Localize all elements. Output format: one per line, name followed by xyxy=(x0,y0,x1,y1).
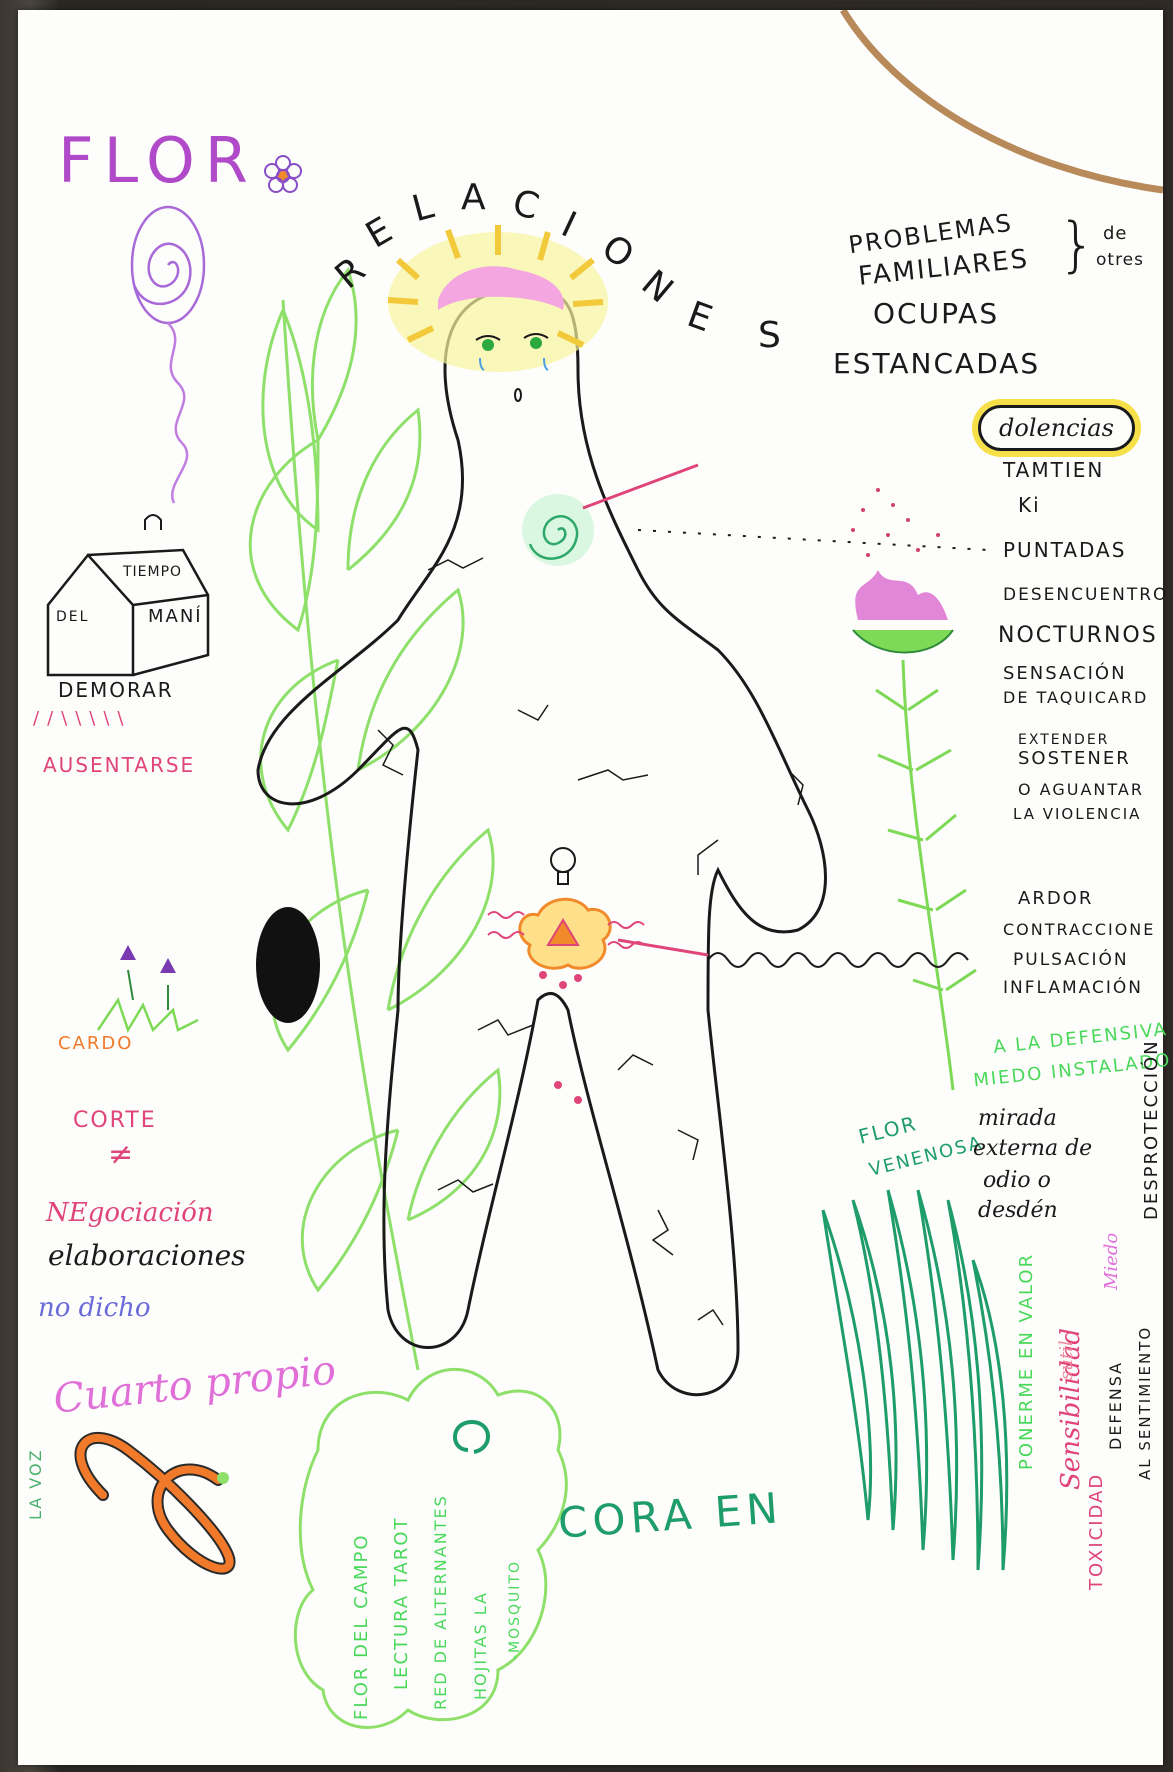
cloud-text: -MOSQUITO xyxy=(508,1560,522,1660)
cardo-label: CARDO xyxy=(58,1035,133,1053)
violencia-label: LA VIOLENCIA xyxy=(1013,807,1141,822)
purple-spiral-icon xyxy=(132,207,204,503)
sutil-label: sutil xyxy=(1058,1340,1076,1380)
inflamacion-label: INFLAMACIÓN xyxy=(1003,980,1143,997)
sostener-label: SOSTENER xyxy=(1018,750,1131,768)
extender-label: EXTENDER xyxy=(1018,733,1109,747)
mirada-line: odio o xyxy=(983,1170,1051,1192)
dolencias-badge: dolencias xyxy=(978,405,1135,451)
flower-icon xyxy=(265,156,301,192)
mani-label: MANÍ xyxy=(148,608,203,626)
cardo-plant xyxy=(98,945,198,1030)
tall-leaf-plant xyxy=(250,270,500,1370)
ausentarse-label: AUSENTARSE xyxy=(43,755,195,775)
pink-thistle-flower xyxy=(851,488,953,653)
orange-worm-icon xyxy=(81,1438,230,1569)
relaciones-letter: A xyxy=(461,180,488,216)
elaboraciones-label: elaboraciones xyxy=(48,1242,246,1270)
sentimiento-label: AL SENTIMIENTO xyxy=(1138,1326,1153,1480)
ponerme-label: PONERME EN VALOR xyxy=(1018,1253,1036,1470)
aguantar-label: O AGUANTAR xyxy=(1018,782,1144,798)
not-equal-symbol: ≠ xyxy=(108,1140,133,1170)
pulsacion-label: PULSACIÓN xyxy=(1013,952,1129,969)
corte-label: CORTE xyxy=(73,1110,157,1132)
top-right-arc xyxy=(843,10,1163,190)
dotted-link-line xyxy=(638,530,988,550)
nocturnos-label: NOCTURNOS xyxy=(998,625,1158,647)
right-stem-plant xyxy=(876,660,976,1090)
black-stone xyxy=(256,907,320,1023)
contracciones-label: CONTRACCIONE xyxy=(1003,922,1155,938)
cloud-text: RED DE ALTERNANTES xyxy=(433,1494,449,1710)
chest-spiral-icon xyxy=(522,494,594,566)
mirada-line: desdén xyxy=(978,1200,1058,1222)
desproteccion-label: DESPROTECCIÓN xyxy=(1143,1039,1161,1220)
wavy-line xyxy=(708,953,968,967)
cloud-text: LECTURA TAROT xyxy=(393,1516,411,1690)
desencuentros-label: DESENCUENTRO xyxy=(1003,587,1168,604)
flor-title: FLOR xyxy=(58,130,258,192)
toxicidad-label: TOXICIDAD xyxy=(1088,1473,1106,1590)
demorar-label: DEMORAR xyxy=(58,680,174,700)
womb-symbol xyxy=(488,848,644,1104)
mirada-line: mirada xyxy=(978,1108,1057,1130)
drawing-paper: FLOR R E L A C I O N E S PROBLEMAS FAMIL… xyxy=(18,10,1163,1765)
house-icon xyxy=(48,515,208,675)
estancadas-label: ESTANCADAS xyxy=(833,350,1040,378)
demorar-marks: //\\\\\ xyxy=(33,710,131,728)
body-outline xyxy=(258,289,826,1395)
womb-pointer-line xyxy=(618,940,708,955)
cloud-text: FLOR DEL CAMPO xyxy=(353,1533,371,1720)
tiempo-label: TIEMPO xyxy=(123,565,182,579)
sun-crown xyxy=(388,225,608,372)
taquicardia-label: DE TAQUICARD xyxy=(1003,690,1148,706)
defensa-label: DEFENSA xyxy=(1108,1361,1124,1450)
puntadas-label: PUNTADAS xyxy=(1003,540,1126,560)
green-leaves-cluster xyxy=(823,1190,1007,1570)
cloud-text: HOJITAS LA xyxy=(473,1591,489,1700)
sensacion-label: SENSACIÓN xyxy=(1003,665,1127,683)
de-label: de xyxy=(1103,225,1128,243)
la-voz-label: LA VOZ xyxy=(28,1448,44,1520)
no-dicho-label: no dicho xyxy=(38,1295,151,1321)
ki-label: Ki xyxy=(1018,495,1041,515)
tambien-label: TAMTIEN xyxy=(1003,460,1104,480)
green-curl-icon xyxy=(455,1422,488,1452)
otres-label: otres xyxy=(1096,252,1144,269)
negociacion-label: NEgociación xyxy=(46,1200,214,1226)
relaciones-letter: S xyxy=(758,318,783,354)
brace-icon: } xyxy=(1058,215,1096,275)
miedo-label: Miedo xyxy=(1103,1233,1121,1290)
ocupas-label: OCUPAS xyxy=(873,300,999,328)
del-label: DEL xyxy=(56,610,89,624)
ardor-label: ARDOR xyxy=(1018,890,1093,908)
mirada-line: externa de xyxy=(973,1138,1092,1160)
